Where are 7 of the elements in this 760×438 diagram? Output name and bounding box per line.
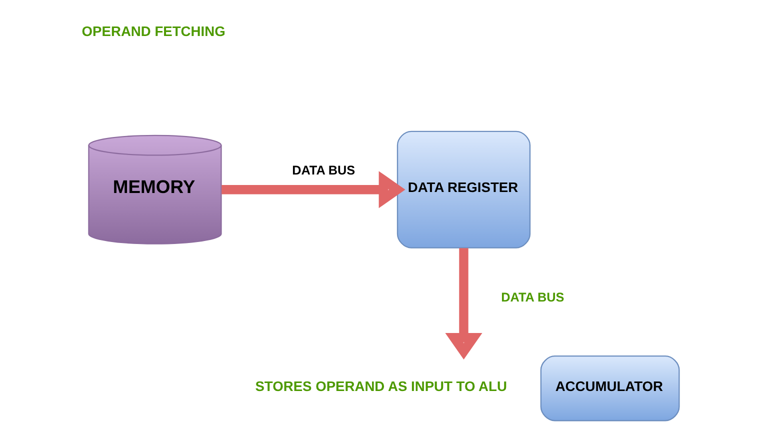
- node-label: STORES OPERAND AS INPUT TO ALU: [254, 378, 506, 394]
- arrow: [444, 248, 482, 360]
- arrow: [221, 171, 405, 208]
- edge-label: DATA BUS: [500, 290, 564, 305]
- node-box: DATA REGISTER: [396, 130, 530, 248]
- label: OPERAND FETCHING: [81, 22, 225, 39]
- edge-label: DATA BUS: [292, 163, 355, 178]
